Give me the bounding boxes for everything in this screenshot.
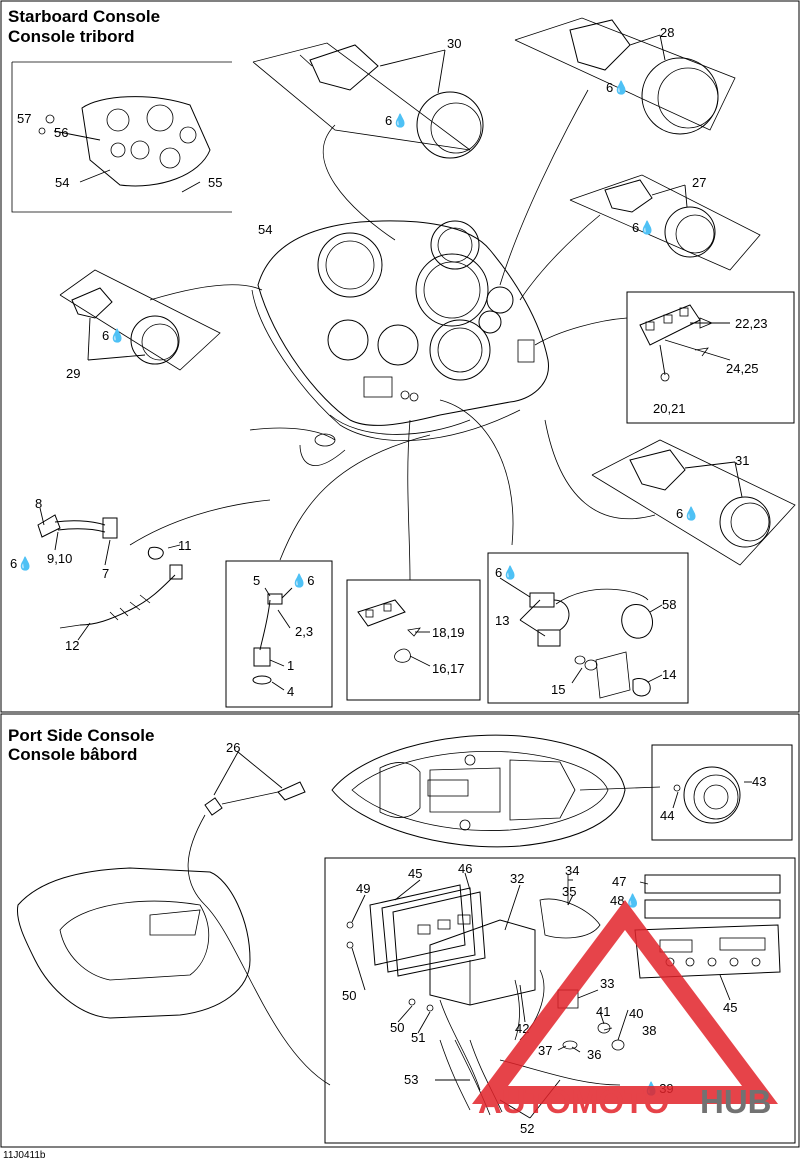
callout-8: 8 (35, 496, 42, 511)
console-wiring (129, 89, 656, 581)
fluid-6-harness: 6💧 (10, 556, 33, 571)
callout-56: 56 (54, 125, 68, 140)
callout-34: 34 (565, 863, 579, 878)
callout-32: 32 (510, 871, 524, 886)
starboard-console-frame (0, 0, 800, 713)
callout-55: 55 (208, 175, 222, 190)
port-console-housing (16, 867, 331, 1086)
small-switch-box (346, 579, 481, 701)
callout-24-25: 24,25 (726, 361, 759, 376)
gauge-27 (569, 174, 761, 271)
callout-45-panel: 45 (723, 1000, 737, 1015)
callout-54-main: 54 (258, 222, 272, 237)
cable-26 (187, 751, 306, 906)
watermark-text-auto: AUTOMOTO (478, 1083, 669, 1120)
callout-1: 1 (287, 658, 294, 673)
callout-22-23: 22,23 (735, 316, 768, 331)
callout-44: 44 (660, 808, 674, 823)
switch-panel-box (626, 291, 795, 424)
callout-4: 4 (287, 684, 294, 699)
callout-46: 46 (458, 861, 472, 876)
callout-47: 47 (612, 874, 626, 889)
port-console-frame (0, 713, 800, 1148)
callout-20-21: 20,21 (653, 401, 686, 416)
callout-26: 26 (226, 740, 240, 755)
callout-14: 14 (662, 667, 676, 682)
callout-57: 57 (17, 111, 31, 126)
callout-30: 30 (447, 36, 461, 51)
boat-top-view (331, 734, 661, 848)
starboard-title-fr: Console tribord (8, 27, 135, 46)
fluid-6-gauge-30: 6💧 (385, 113, 408, 128)
callout-40: 40 (629, 1006, 643, 1021)
callout-11: 11 (178, 538, 192, 553)
callout-31: 31 (735, 453, 749, 468)
horn-box (487, 552, 689, 704)
callout-18-19: 18,19 (432, 625, 465, 640)
callout-54-inset: 54 (55, 175, 69, 190)
gauge-28 (514, 17, 736, 135)
speaker-box (651, 744, 793, 841)
callout-37: 37 (538, 1043, 552, 1058)
starboard-title-en: Starboard Console (8, 7, 160, 26)
gauge-31 (591, 439, 796, 566)
callout-16-17: 16,17 (432, 661, 465, 676)
port-title-fr: Console bâbord (8, 745, 137, 764)
callout-36: 36 (587, 1047, 601, 1062)
radio-assembly-box (324, 857, 796, 1144)
console-housing (251, 220, 549, 442)
callout-58: 58 (662, 597, 676, 612)
callout-49: 49 (356, 881, 370, 896)
watermark-text-hub: HUB (700, 1083, 772, 1120)
fluid-6-horn: 6💧 (495, 565, 518, 580)
fluid-6-sensor: 💧6 (291, 573, 314, 588)
fluid-6-gauge-31: 6💧 (676, 506, 699, 521)
callout-9-10: 9,10 (47, 551, 72, 566)
callout-29: 29 (66, 366, 80, 381)
fluid-6-gauge-29: 6💧 (102, 328, 125, 343)
callout-28: 28 (660, 25, 674, 40)
callout-27: 27 (692, 175, 706, 190)
callout-13: 13 (495, 613, 509, 628)
drawing-code: 11J0411b (3, 1150, 46, 1161)
callout-2-3: 2,3 (295, 624, 313, 639)
callout-43: 43 (752, 774, 766, 789)
watermark-logo: AUTOMOTO HUB (472, 900, 778, 1120)
gauge-30 (252, 42, 484, 159)
gauge-29 (59, 269, 221, 371)
callout-7: 7 (102, 566, 109, 581)
callout-5: 5 (253, 573, 260, 588)
callout-33: 33 (600, 976, 614, 991)
callout-50a: 50 (342, 988, 356, 1003)
fluid-6-gauge-28: 6💧 (606, 80, 629, 95)
callout-35: 35 (562, 884, 576, 899)
fluid-6-gauge-27: 6💧 (632, 220, 655, 235)
fluid-48: 48💧 (610, 893, 641, 908)
callout-50b: 50 (390, 1020, 404, 1035)
callout-38: 38 (642, 1023, 656, 1038)
port-title-en: Port Side Console (8, 726, 154, 745)
callout-12: 12 (65, 638, 79, 653)
harness-assembly (37, 507, 183, 641)
sensor-box (225, 560, 333, 708)
callout-15: 15 (551, 682, 565, 697)
callout-45-radio: 45 (408, 866, 422, 881)
callout-53: 53 (404, 1072, 418, 1087)
callout-41: 41 (596, 1004, 610, 1019)
callout-52: 52 (520, 1121, 534, 1136)
callout-51: 51 (411, 1030, 425, 1045)
console-overview-inset (11, 61, 232, 213)
